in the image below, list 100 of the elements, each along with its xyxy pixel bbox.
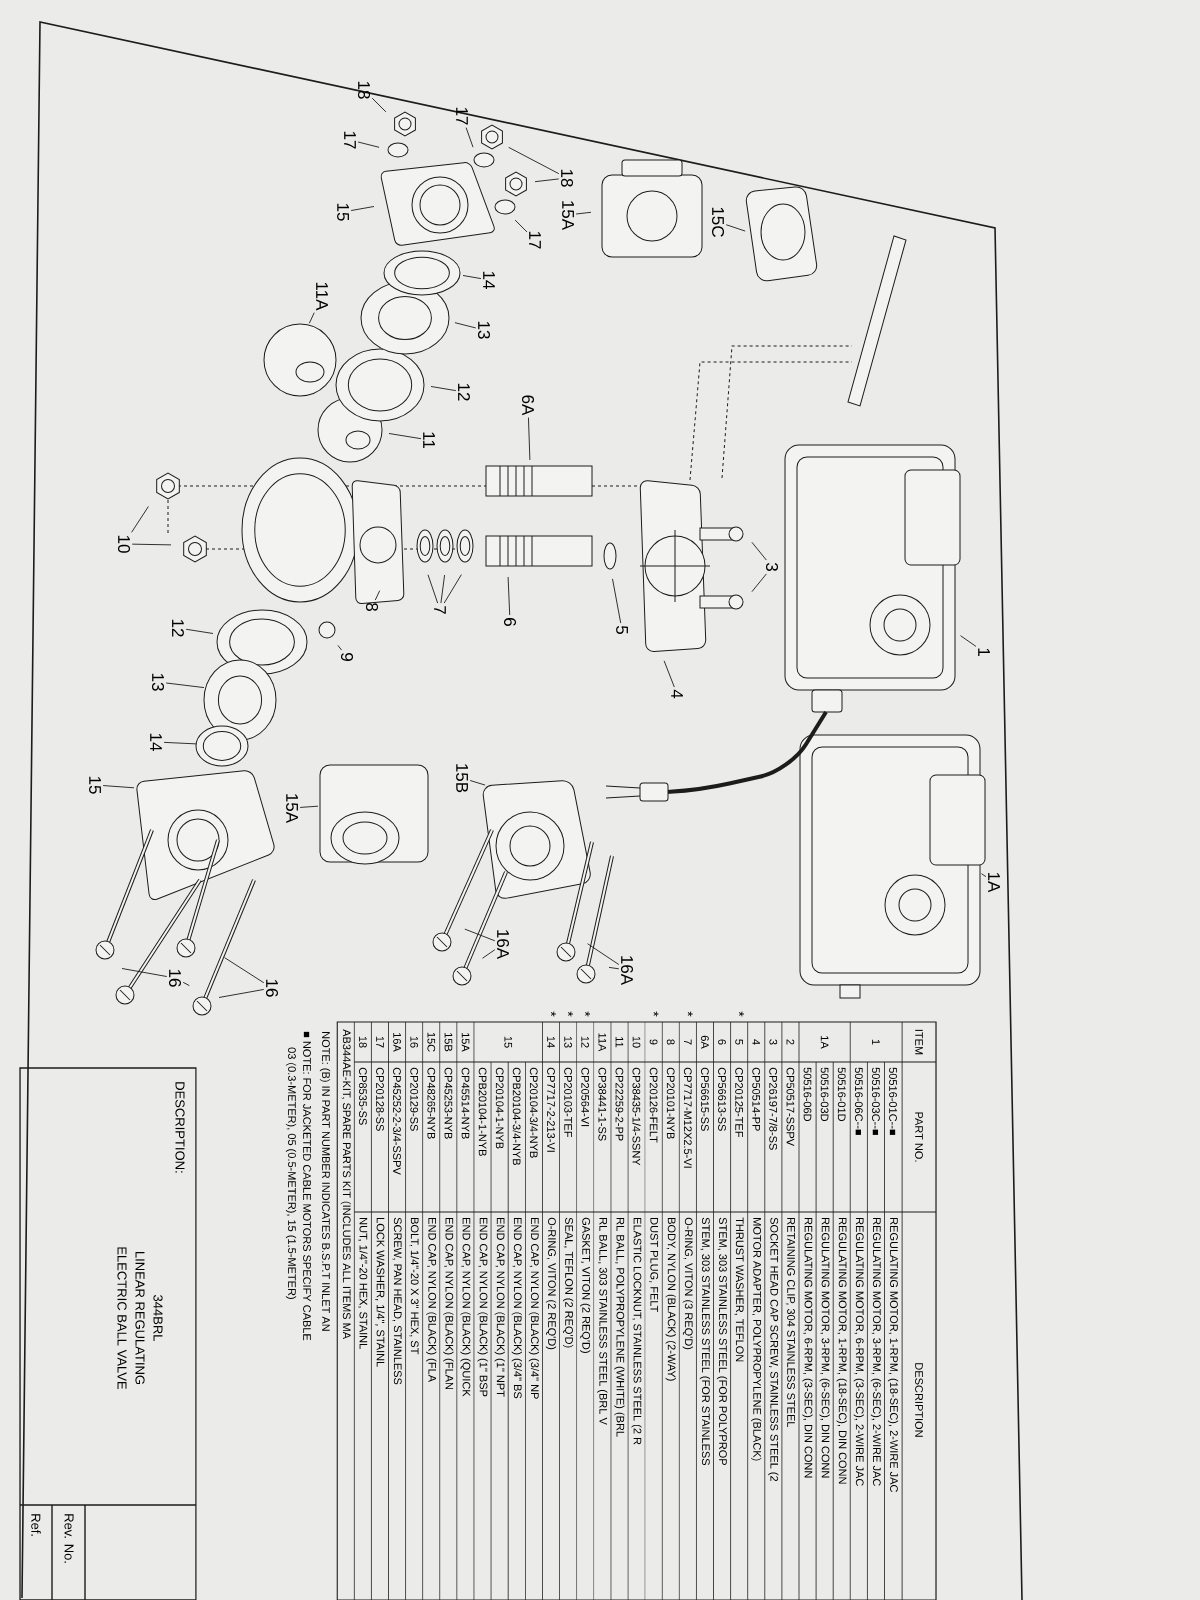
part-number: CP38441-1-SS bbox=[598, 1067, 607, 1141]
part-description: STEM, 303 STAINLESS STEEL (FOR POLYPROP bbox=[716, 1217, 728, 1465]
callout-number: 17 bbox=[456, 107, 468, 125]
reference-label: Ref. bbox=[31, 1514, 41, 1536]
item-number: 7 bbox=[684, 1039, 692, 1045]
leader-line bbox=[508, 146, 560, 175]
callout-number: 13 bbox=[478, 321, 491, 339]
callout-number: 15 bbox=[89, 776, 101, 794]
part-number: CP8535-SS bbox=[359, 1067, 367, 1125]
callout-number: 18 bbox=[358, 81, 370, 99]
leader-line bbox=[163, 741, 197, 745]
leader-line bbox=[185, 628, 214, 634]
product-name: ELECTRIC BALL VALVE bbox=[117, 1247, 127, 1390]
leader-line bbox=[534, 178, 560, 183]
part-number: CP38435-1/4-SSNY bbox=[632, 1067, 641, 1166]
leader-line bbox=[465, 127, 474, 148]
leader-line bbox=[357, 141, 380, 148]
part-description: REGULATING MOTOR, 1-RPM, (18-SEC), 2-WIRE JAC bbox=[887, 1218, 899, 1492]
leader-line bbox=[751, 541, 767, 561]
part-description: REGULATING MOTOR, 3-RPM, (6-SEC), 2-WIRE JAC bbox=[870, 1218, 882, 1486]
asterisk-mark: * bbox=[739, 1011, 744, 1017]
part-description: THRUST WASHER, TEFLON bbox=[734, 1217, 744, 1362]
part-description: RL BALL, 303 STAINLESS STEEL (BRL V bbox=[597, 1218, 608, 1425]
part-number: CPB20104-3/4-NYB bbox=[512, 1067, 521, 1166]
part-number: CP50517-SSPV bbox=[786, 1067, 795, 1146]
leader-line bbox=[725, 224, 746, 232]
callout-number: 7 bbox=[434, 606, 446, 614]
callout-number: 6 bbox=[504, 618, 517, 626]
leader-line bbox=[454, 322, 477, 329]
leader-line bbox=[663, 660, 675, 688]
part-number: CP20125-TEF bbox=[735, 1067, 743, 1138]
part-number: CP56615-SS bbox=[701, 1067, 709, 1131]
item-number: 17 bbox=[376, 1036, 384, 1048]
callout-number: 18 bbox=[561, 169, 574, 187]
part-description: BOLT, 1/4"-20 X 3" HEX, ST bbox=[409, 1218, 419, 1355]
part-number: 50516-06D bbox=[803, 1067, 812, 1122]
callout-number: 12 bbox=[458, 383, 470, 401]
callout-number: 15A bbox=[286, 794, 298, 824]
part-number: CP20104-3/4-NYB bbox=[529, 1067, 538, 1158]
callout-number: 8 bbox=[366, 603, 378, 611]
callout-number: 16A bbox=[621, 956, 634, 986]
asterisk-mark: * bbox=[568, 1011, 573, 1017]
leader-line bbox=[751, 573, 767, 593]
note-text: ■ NOTE: FOR JACKETED CABLE MOTORS SPECIFY CABLE bbox=[303, 1031, 311, 1341]
part-description: RL BALL, POLYPROPYLENE (WHITE) (BRL bbox=[614, 1218, 625, 1437]
leader-line bbox=[464, 928, 496, 942]
item-number: 18 bbox=[359, 1036, 367, 1048]
part-number: CP56613-SS bbox=[718, 1067, 726, 1131]
callout-number: 14 bbox=[483, 271, 495, 289]
part-description: REGULATING MOTOR, 3-RPM, (6-SEC), DIN CONN bbox=[819, 1218, 830, 1478]
leader-line bbox=[575, 211, 592, 215]
callout-number: 17 bbox=[529, 231, 541, 249]
callout-number: 11 bbox=[423, 432, 435, 448]
callout-number: 15A bbox=[562, 201, 574, 231]
part-description: REGULATING MOTOR, 1-RPM, (18-SEC), DIN CONN bbox=[836, 1218, 847, 1484]
part-description: END CAP, NYLON (BLACK) (1" NPT bbox=[494, 1218, 505, 1397]
item-number: 8 bbox=[666, 1039, 675, 1045]
leader-line bbox=[469, 780, 486, 786]
item-number: 9 bbox=[649, 1039, 658, 1045]
part-description: REGULATING MOTOR, 6-RPM, (3-SEC), DIN CONN bbox=[802, 1218, 813, 1478]
model-number: 344BRL bbox=[153, 1295, 163, 1342]
part-description: SCREW, PAN HEAD, STAINLESS bbox=[392, 1217, 402, 1385]
item-number: 2 bbox=[786, 1039, 795, 1045]
callout-number: 16A bbox=[497, 930, 510, 960]
leader-line bbox=[131, 506, 149, 533]
callout-number: 13 bbox=[152, 673, 164, 691]
note-text: 03 (0.3-METER), 05 (0.5-METER), 15 (1.5-METER) bbox=[285, 1047, 297, 1299]
part-number: CP20128-SS bbox=[376, 1067, 384, 1131]
part-number: 50516-01C--■ bbox=[889, 1067, 897, 1135]
part-description: SOCKET HEAD CAP SCREW, STAINLESS STEEL (2 bbox=[768, 1217, 779, 1482]
kit-row-text: AB344AE-KIT, SPARE PARTS KIT (INCLUDES ALL ITEMS MA bbox=[340, 1029, 351, 1340]
part-description: END CAP, NYLON (BLACK) (FLAN bbox=[443, 1218, 454, 1390]
leader-line bbox=[482, 949, 496, 959]
item-number: 15C bbox=[427, 1032, 436, 1052]
item-number: 3 bbox=[769, 1039, 778, 1045]
asterisk-mark: * bbox=[585, 1011, 590, 1017]
part-number: 50516-01D bbox=[837, 1067, 846, 1122]
part-number: CP20104-1-NYB bbox=[495, 1067, 504, 1149]
leader-line bbox=[960, 635, 977, 647]
leader-line bbox=[430, 386, 457, 392]
leader-line bbox=[374, 590, 381, 601]
part-number: CP50514-PP bbox=[752, 1067, 761, 1131]
part-description: MOTOR ADAPTER, POLYPROPYLENE (BLACK) bbox=[751, 1218, 762, 1461]
revision-label: Rev. No. bbox=[64, 1514, 74, 1563]
leader-line bbox=[131, 543, 172, 546]
item-number: 5 bbox=[735, 1039, 743, 1045]
callout-number: 3 bbox=[766, 562, 779, 571]
callout-number: 1A bbox=[988, 872, 1000, 893]
callout-number: 15B bbox=[456, 764, 468, 793]
leader-line bbox=[427, 574, 439, 604]
callout-number: 15C bbox=[712, 207, 725, 237]
asterisk-mark: * bbox=[550, 1011, 556, 1017]
callout-number: 1 bbox=[978, 648, 990, 656]
leader-line bbox=[612, 578, 622, 624]
item-number: 15B bbox=[444, 1033, 453, 1052]
part-description: SEAL, TEFLON (2 REQ'D) bbox=[563, 1217, 574, 1348]
part-number: 50516-03C--■ bbox=[872, 1067, 880, 1135]
item-number: 13 bbox=[564, 1036, 572, 1048]
leader-line bbox=[350, 206, 375, 211]
leader-line bbox=[507, 576, 511, 616]
